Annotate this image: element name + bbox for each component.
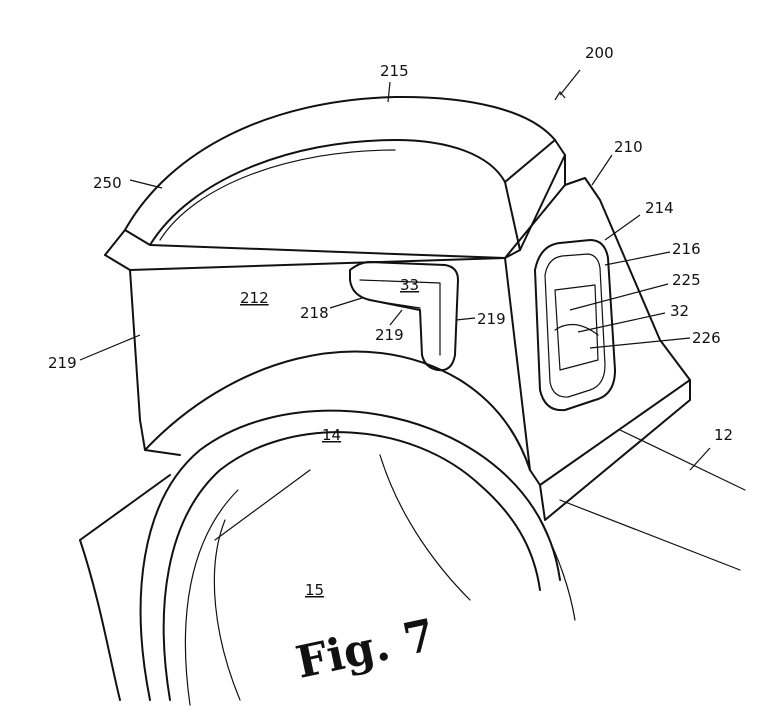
window-225 xyxy=(534,239,616,412)
label-215: 215 xyxy=(380,62,409,80)
label-214: 214 xyxy=(645,199,674,217)
front-face xyxy=(104,229,531,471)
label-219-left: 219 xyxy=(48,354,77,372)
label-33: 33 xyxy=(400,276,419,294)
label-250: 250 xyxy=(93,174,122,192)
label-15: 15 xyxy=(305,581,324,599)
label-219-right: 219 xyxy=(477,310,506,328)
ring-14 xyxy=(139,409,561,706)
leader-lines xyxy=(79,69,711,471)
side-face xyxy=(504,154,691,521)
label-226: 226 xyxy=(692,329,721,347)
figure-caption: Fig. 7 xyxy=(292,610,440,689)
label-32: 32 xyxy=(670,302,689,320)
slot-33 xyxy=(349,261,459,372)
label-14: 14 xyxy=(322,426,341,444)
housing-12 xyxy=(79,429,746,701)
label-210: 210 xyxy=(614,138,643,156)
label-212: 212 xyxy=(240,289,269,307)
top-cap xyxy=(124,95,566,259)
label-216: 216 xyxy=(672,240,701,258)
label-200: 200 xyxy=(585,44,614,62)
label-225: 225 xyxy=(672,271,701,289)
label-12: 12 xyxy=(714,426,733,444)
label-218: 218 xyxy=(300,304,329,322)
label-219-slot: 219 xyxy=(375,326,404,344)
